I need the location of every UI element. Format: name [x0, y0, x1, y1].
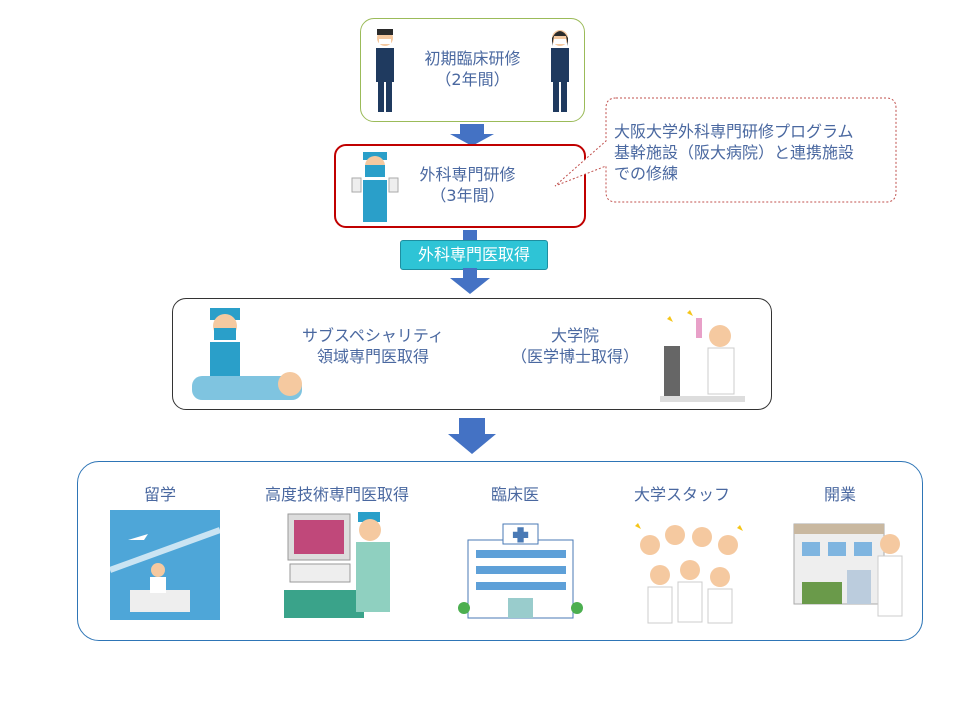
resident-female-illustration	[551, 30, 569, 112]
endoscopic-surgeon-illustration	[284, 512, 390, 618]
career-label-advanced-specialist: 高度技術専門医取得	[264, 485, 409, 504]
callout-bubble	[554, 97, 897, 203]
initial-training-box	[360, 18, 585, 122]
surgery-illustration	[192, 308, 302, 400]
specialist-certification-badge: 外科専門医取得	[400, 240, 548, 270]
down-arrow-2	[450, 268, 490, 294]
career-label-study-abroad: 留学	[143, 485, 176, 504]
initial-training-title: 初期臨床研修	[424, 49, 521, 68]
initial-training-label: 初期臨床研修 （2年間）	[410, 48, 535, 90]
callout-line-3: での修練	[614, 164, 679, 183]
surgical-training-label: 外科専門研修 （3年間）	[405, 164, 530, 206]
graduate-school-subtitle: （医学博士取得）	[510, 347, 639, 366]
subspecialty-subtitle: 領域専門医取得	[316, 347, 429, 366]
hospital-illustration	[458, 523, 583, 619]
researcher-illustration	[660, 310, 745, 402]
down-arrow-3	[448, 418, 496, 454]
surgeon-illustration	[351, 152, 399, 222]
career-label-university-staff: 大学スタッフ	[633, 485, 730, 504]
down-arrow-1	[450, 124, 494, 146]
resident-male-illustration	[376, 29, 394, 112]
university-staff-illustration	[635, 523, 743, 624]
graduate-school-title: 大学院	[550, 326, 599, 345]
graduate-school-label: 大学院 （医学博士取得）	[505, 325, 645, 367]
subspecialty-label: サブスペシャリティ 領域専門医取得	[288, 325, 458, 367]
subspecialty-title: サブスペシャリティ	[302, 326, 444, 345]
callout-text: 大阪大学外科専門研修プログラム 基幹施設（阪大病院）と連携施設 での修練	[614, 121, 854, 184]
callout-line-2: 基幹施設（阪大病院）と連携施設	[614, 143, 855, 162]
career-label-private-practice: 開業	[823, 485, 856, 504]
initial-training-duration: （2年間）	[435, 70, 510, 89]
career-label-clinician: 臨床医	[490, 485, 539, 504]
surgical-training-title: 外科専門研修	[419, 165, 516, 184]
surgical-training-duration: （3年間）	[430, 186, 505, 205]
callout-line-1: 大阪大学外科専門研修プログラム	[614, 122, 854, 141]
study-abroad-illustration	[110, 510, 220, 620]
private-clinic-illustration	[793, 523, 903, 617]
